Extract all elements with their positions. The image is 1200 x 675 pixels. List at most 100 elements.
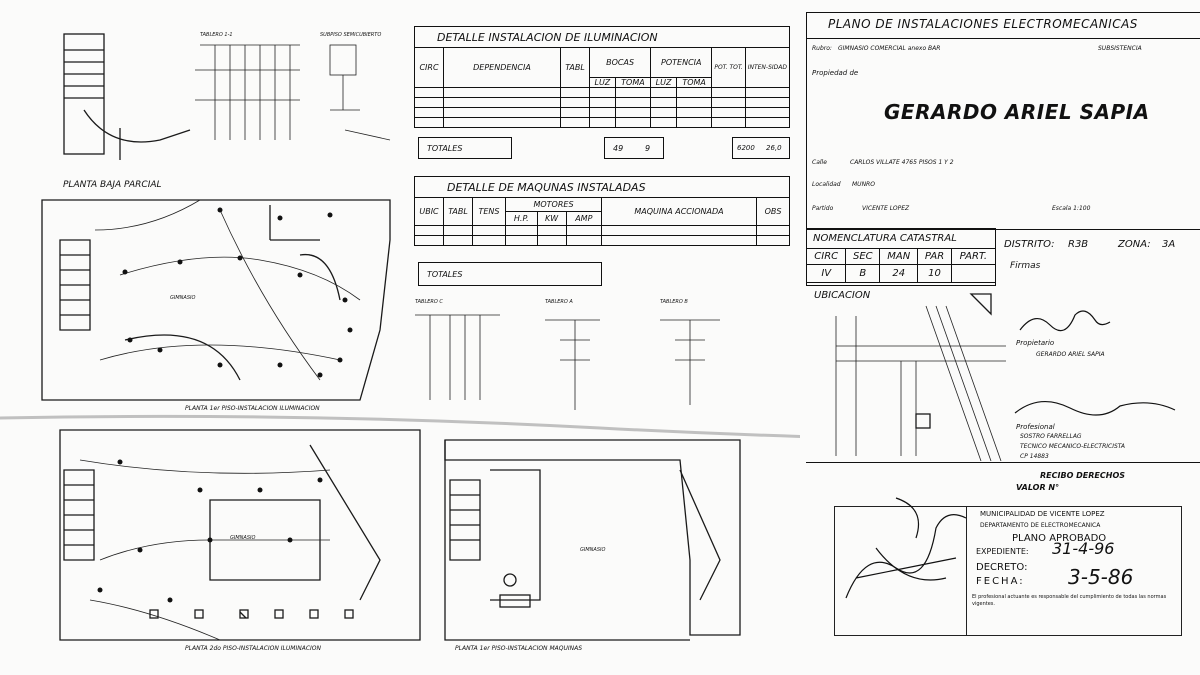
iluminacion-table: CIRC DEPENDENCIA TABL BOCAS POTENCIA POT… [414, 47, 791, 128]
department: DEPARTAMENTO DE ELECTROMECANICA [980, 522, 1101, 529]
nomenclatura-table: CIRC SEC MAN PAR PART. IV B 24 10 [805, 248, 997, 283]
floor-plans-drawing [0, 33, 800, 641]
profesional-label: Profesional [1016, 423, 1055, 431]
title-divider [806, 38, 1200, 39]
calle-value: CARLOS VILLATE 4765 PISOS 1 Y 2 [850, 159, 954, 166]
main-title: PLANO DE INSTALACIONES ELECTROMECANICAS [828, 17, 1138, 31]
maquinas-title-box: DETALLE DE MAQUNAS INSTALADAS [414, 176, 790, 198]
ilum-totales-pot: 6200 [737, 144, 755, 152]
ubicacion-title: UBICACION [814, 290, 871, 301]
ilum-header-dependencia: DEPENDENCIA [443, 47, 561, 88]
fecha-label: FECHA: [976, 576, 1025, 587]
rubro-value: GIMNASIO COMERCIAL anexo BAR [838, 45, 941, 52]
localidad-label: Localidad [812, 181, 841, 188]
maq-totales-label: TOTALES [427, 270, 463, 279]
iluminacion-title-box: DETALLE INSTALACION DE ILUMINACION [414, 26, 790, 48]
nom-value-sec: B [845, 264, 881, 283]
maq-sub-hp: H.P. [505, 211, 538, 226]
derechos-divider [806, 462, 1200, 463]
iluminacion-title: DETALLE INSTALACION DE ILUMINACION [437, 31, 658, 44]
ilum-totales-label: TOTALES [427, 144, 463, 153]
ilum-header-pot-tot: POT. TOT. [711, 47, 746, 88]
ilum-totales-pot-box: 6200 26,0 [732, 137, 790, 159]
nom-header-part: PART. [950, 248, 997, 265]
ilum-totales-box: TOTALES [418, 137, 512, 159]
subpiso-label: SUBPISO SEMICUBIERTO [320, 32, 382, 38]
tablero-c-label: TABLERO C [415, 299, 443, 305]
fecha-value: 3-5-86 [1068, 565, 1134, 589]
maquinas-table: UBIC TABL TENS MOTORES MAQUINA ACCIONADA… [414, 197, 790, 246]
distrito-label: DISTRITO: [1004, 239, 1055, 250]
maq-header-maquina: MAQUINA ACCIONADA [601, 197, 757, 226]
maq-header-obs: OBS [756, 197, 790, 226]
title-block [806, 12, 1200, 230]
table-row [414, 87, 791, 98]
profesional-signature-icon [1014, 401, 1176, 416]
maq-header-tabl: TABL [443, 197, 473, 226]
ilum-totales-int: 26,0 [766, 144, 782, 152]
nom-header-circ: CIRC [805, 248, 847, 265]
ilum-totales-toma: 9 [645, 144, 651, 153]
propietario-signature-icon [1019, 310, 1111, 332]
zona-label: ZONA: [1118, 239, 1151, 250]
expediente-value: 31-4-96 [1052, 539, 1115, 558]
firmas-label: Firmas [1010, 261, 1041, 271]
ilum-header-bocas: BOCAS [588, 47, 652, 78]
ilum-totales-bocas-box: 49 9 [604, 137, 664, 159]
nom-header-par: PAR [917, 248, 952, 265]
maq-header-motores: MOTORES [505, 197, 602, 212]
nomenclatura-title: NOMENCLATURA CATASTRAL [813, 233, 957, 244]
ilum-totales-luz: 49 [613, 144, 624, 153]
ubicacion-map [835, 293, 1006, 461]
nom-value-man: 24 [879, 264, 919, 283]
rubro-label: Rubro: [812, 45, 832, 52]
municipality: MUNICIPALIDAD DE VICENTE LOPEZ [980, 510, 1105, 518]
propietario-label: Propietario [1016, 339, 1055, 347]
partido-value: VICENTE LOPEZ [862, 205, 910, 212]
decreto-label: DECRETO: [976, 562, 1028, 573]
maq-header-tens: TENS [472, 197, 506, 226]
table-row [414, 117, 791, 128]
tablero-a-label: TABLERO A [545, 299, 573, 305]
stamp-signature-icon [845, 497, 967, 599]
tablero-b-label: TABLERO B [660, 299, 688, 305]
zona-value: 3A [1162, 239, 1176, 250]
planta-1-maq-label: PLANTA 1er PISO-INSTALACION MAQUINAS [455, 645, 583, 652]
planta-baja-label: PLANTA BAJA PARCIAL [63, 180, 162, 190]
localidad-value: MUNRO [852, 181, 875, 188]
gimnasio-label-3: GIMNASIO [580, 547, 606, 553]
partido-label: Partido [812, 205, 834, 212]
maquinas-title: DETALLE DE MAQUNAS INSTALADAS [447, 181, 646, 194]
nom-header-man: MAN [879, 248, 919, 265]
gimnasio-label-1: GIMNASIO [170, 295, 196, 301]
tablero-1-label: TABLERO 1-1 [200, 32, 233, 38]
ilum-sub-toma-1: TOMA [614, 77, 652, 88]
table-row [414, 235, 790, 246]
nom-value-circ: IV [805, 264, 847, 283]
expediente-label: EXPEDIENTE: [976, 547, 1029, 556]
nom-value-part [950, 264, 997, 283]
approval-note: El profesional actuante es responsable d… [972, 594, 1167, 607]
ilum-header-circ: CIRC [414, 47, 444, 88]
profesional-line3: CP 14883 [1020, 453, 1049, 460]
maq-header-ubic: UBIC [414, 197, 444, 226]
planta-2-ilum-label: PLANTA 2do PISO-INSTALACION ILUMINACION [185, 645, 321, 652]
profesional-line2: TECNICO MECANICO-ELECTRICISTA [1020, 443, 1126, 450]
maq-sub-kw: KW [536, 211, 567, 226]
owner-name: GERARDO ARIEL SAPIA [884, 100, 1150, 124]
ilum-sub-luz-2: LUZ [650, 77, 677, 88]
table-row [414, 225, 790, 236]
maq-totales-box: TOTALES [418, 262, 602, 286]
ilum-sub-toma-2: TOMA [675, 77, 713, 88]
derechos-line2: VALOR N° [1016, 483, 1060, 492]
table-row [414, 107, 791, 118]
approval-status: PLANO APROBADO [1012, 533, 1107, 544]
ilum-header-potencia: POTENCIA [650, 47, 713, 78]
ilum-header-tabl: TABL [560, 47, 590, 88]
propietario-name: GERARDO ARIEL SAPIA [1036, 351, 1105, 358]
approval-stamp-right [966, 506, 1182, 636]
gimnasio-label-2: GIMNASIO [230, 535, 256, 541]
nom-value-par: 10 [917, 264, 952, 283]
nom-header-sec: SEC [845, 248, 881, 265]
